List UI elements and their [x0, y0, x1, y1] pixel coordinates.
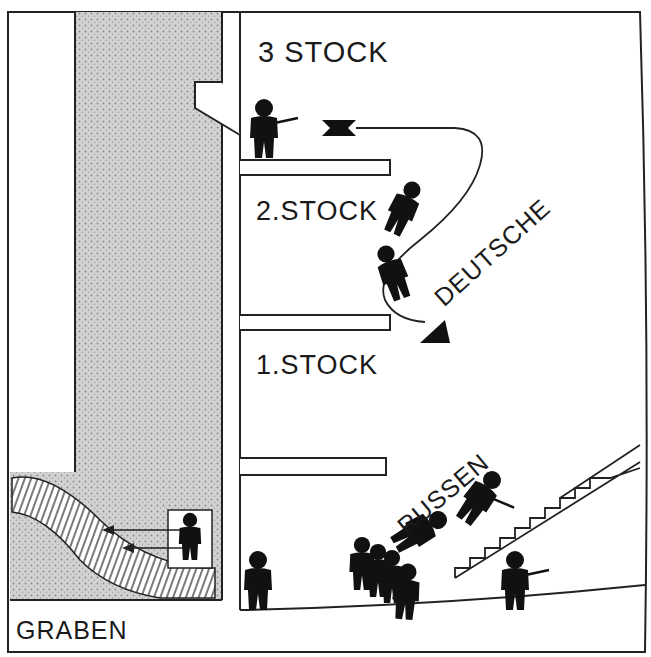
fire-arrowhead — [102, 525, 134, 553]
ground-floor — [240, 585, 645, 610]
frame — [8, 12, 647, 652]
doorway — [168, 510, 212, 568]
floor-label: 2.STOCK — [256, 198, 378, 225]
soldier-silhouette — [371, 241, 415, 303]
soldier-silhouette — [179, 513, 201, 560]
arrowhead — [420, 320, 450, 343]
soldier-silhouette — [501, 551, 549, 610]
second-floor-slab — [240, 315, 390, 330]
ditch-ground — [10, 472, 222, 600]
fire-line — [112, 530, 185, 548]
ditch-floor — [10, 599, 222, 601]
ditch-stairs — [12, 477, 215, 598]
column-edge — [74, 12, 76, 472]
soldier-silhouette — [244, 551, 272, 610]
first-floor-slab — [240, 458, 386, 475]
troop-label: DEUTSCHE — [430, 195, 555, 311]
chevron-marker — [322, 120, 356, 136]
soldier-silhouette — [380, 177, 428, 239]
soldier-figures — [179, 99, 549, 620]
floor-label: 1.STOCK — [256, 352, 378, 379]
floor-label: 3 STOCK — [258, 38, 389, 67]
ditch-label: GRABEN — [16, 618, 128, 643]
soldier-silhouette — [391, 562, 422, 620]
soldier-silhouette — [250, 99, 298, 158]
